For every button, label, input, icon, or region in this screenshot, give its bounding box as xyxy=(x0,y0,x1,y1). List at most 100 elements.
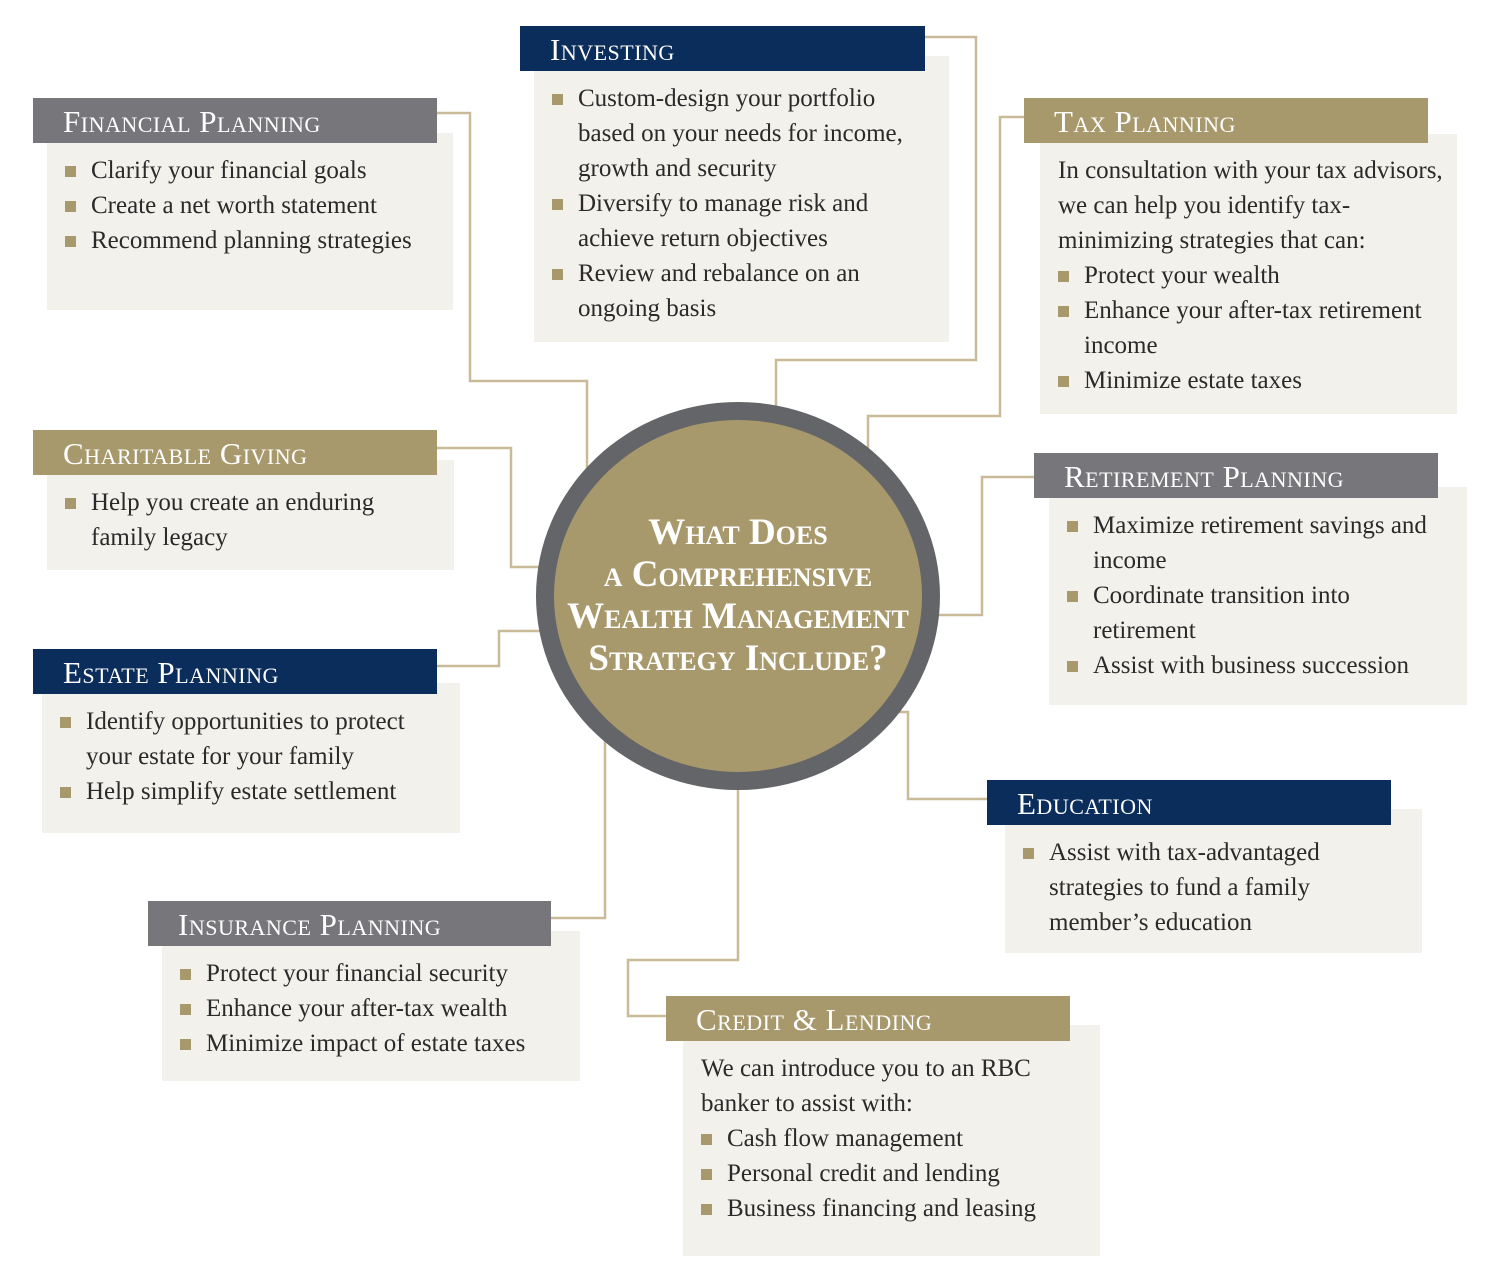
square-bullet-icon xyxy=(1058,306,1069,317)
bullet-list: Custom-design your portfolio based on yo… xyxy=(552,81,935,326)
list-item: Create a net worth statement xyxy=(65,188,439,223)
list-item-text: Minimize impact of estate taxes xyxy=(206,1030,526,1057)
connector-credit-lending xyxy=(626,785,740,1018)
square-bullet-icon xyxy=(1067,521,1078,532)
list-item: Protect your wealth xyxy=(1058,258,1443,293)
list-item-text: Create a net worth statement xyxy=(91,192,377,219)
list-item-text: Diversify to manage risk and achieve ret… xyxy=(578,190,869,252)
connector-insurance-planning xyxy=(551,735,607,920)
list-item: Help you create an enduring family legac… xyxy=(65,485,440,555)
bullet-list: Assist with tax-advantaged strategies to… xyxy=(1023,835,1408,940)
list-item-text: Assist with tax-advantaged strategies to… xyxy=(1049,839,1320,936)
square-bullet-icon xyxy=(701,1169,712,1180)
square-bullet-icon xyxy=(701,1204,712,1215)
square-bullet-icon xyxy=(65,166,76,177)
square-bullet-icon xyxy=(180,969,191,980)
connector-financial-planning xyxy=(437,111,589,470)
list-item-text: Coordinate transition into retirement xyxy=(1093,582,1350,644)
bullet-list: Help you create an enduring family legac… xyxy=(65,485,440,555)
list-item: Enhance your after-tax wealth xyxy=(180,991,566,1026)
list-item-text: Review and rebalance on an ongoing basis xyxy=(578,260,860,322)
list-item-text: Recommend planning strategies xyxy=(91,227,412,254)
connector-retirement-planning xyxy=(935,475,1034,617)
square-bullet-icon xyxy=(701,1134,712,1145)
list-item: Maximize retirement savings and income xyxy=(1067,508,1453,578)
investing-panel: Custom-design your portfolio based on yo… xyxy=(534,56,949,342)
list-item: Cash flow management xyxy=(701,1121,1086,1156)
square-bullet-icon xyxy=(65,236,76,247)
insurance-planning-header: Insurance Planning xyxy=(148,901,551,946)
square-bullet-icon xyxy=(552,199,563,210)
connector-investing xyxy=(774,35,978,410)
square-bullet-icon xyxy=(180,1039,191,1050)
connector-tax-planning xyxy=(866,115,1024,450)
panel-intro: In consultation with your tax advisors, … xyxy=(1058,157,1443,254)
list-item-text: Minimize estate taxes xyxy=(1084,367,1302,394)
list-item-text: Help you create an enduring family legac… xyxy=(91,489,375,551)
list-item-text: Identify opportunities to protect your e… xyxy=(86,708,405,770)
estate-planning-panel: Identify opportunities to protect your e… xyxy=(42,683,460,833)
tax-planning-header: Tax Planning xyxy=(1024,98,1428,143)
square-bullet-icon xyxy=(180,1004,191,1015)
square-bullet-icon xyxy=(552,94,563,105)
list-item: Custom-design your portfolio based on yo… xyxy=(552,81,935,186)
credit-lending-panel: We can introduce you to an RBC banker to… xyxy=(683,1025,1100,1256)
list-item-text: Protect your wealth xyxy=(1084,262,1280,289)
list-item: Clarify your financial goals xyxy=(65,153,439,188)
list-item-text: Enhance your after-tax wealth xyxy=(206,995,508,1022)
investing-header: Investing xyxy=(520,26,925,71)
list-item: Diversify to manage risk and achieve ret… xyxy=(552,186,935,256)
connector-education xyxy=(895,710,987,801)
list-item-text: Clarify your financial goals xyxy=(91,157,367,184)
list-item-text: Business financing and leasing xyxy=(727,1195,1036,1222)
list-item: Business financing and leasing xyxy=(701,1191,1086,1226)
square-bullet-icon xyxy=(1067,661,1078,672)
list-item: Identify opportunities to protect your e… xyxy=(60,704,446,774)
tax-planning-panel: In consultation with your tax advisors, … xyxy=(1040,134,1457,414)
panel-intro: We can introduce you to an RBC banker to… xyxy=(701,1055,1031,1117)
list-item-text: Custom-design your portfolio based on yo… xyxy=(578,85,903,182)
list-item: Coordinate transition into retirement xyxy=(1067,578,1453,648)
list-item: Protect your financial security xyxy=(180,956,566,991)
charitable-giving-header: Charitable Giving xyxy=(33,430,437,475)
square-bullet-icon xyxy=(60,717,71,728)
square-bullet-icon xyxy=(65,498,76,509)
list-item: Personal credit and lending xyxy=(701,1156,1086,1191)
financial-planning-header: Financial Planning xyxy=(33,98,437,143)
list-item-text: Personal credit and lending xyxy=(727,1160,1000,1187)
list-item-text: Help simplify estate settlement xyxy=(86,778,397,805)
list-item-text: Maximize retirement savings and income xyxy=(1093,512,1427,574)
list-item: Assist with tax-advantaged strategies to… xyxy=(1023,835,1408,940)
center-circle: What Does a Comprehensive Wealth Managem… xyxy=(536,402,940,790)
list-item-text: Cash flow management xyxy=(727,1125,964,1152)
education-header: Education xyxy=(987,780,1391,825)
square-bullet-icon xyxy=(60,787,71,798)
education-panel: Assist with tax-advantaged strategies to… xyxy=(1005,809,1422,953)
list-item: Help simplify estate settlement xyxy=(60,774,446,809)
list-item: Minimize impact of estate taxes xyxy=(180,1026,566,1061)
estate-planning-header: Estate Planning xyxy=(33,649,437,694)
list-item: Assist with business succession xyxy=(1067,648,1453,683)
list-item-text: Enhance your after-tax retirement income xyxy=(1084,297,1422,359)
list-item: Review and rebalance on an ongoing basis xyxy=(552,256,935,326)
connector-estate-planning xyxy=(437,629,545,668)
square-bullet-icon xyxy=(1058,271,1069,282)
square-bullet-icon xyxy=(1058,376,1069,387)
square-bullet-icon xyxy=(1067,591,1078,602)
list-item: Recommend planning strategies xyxy=(65,223,439,258)
retirement-planning-header: Retirement Planning xyxy=(1034,453,1438,498)
connector-charitable-giving xyxy=(437,446,545,569)
square-bullet-icon xyxy=(1023,848,1034,859)
list-item-text: Protect your financial security xyxy=(206,960,508,987)
square-bullet-icon xyxy=(65,201,76,212)
square-bullet-icon xyxy=(552,269,563,280)
credit-lending-header: Credit & Lending xyxy=(666,996,1070,1041)
